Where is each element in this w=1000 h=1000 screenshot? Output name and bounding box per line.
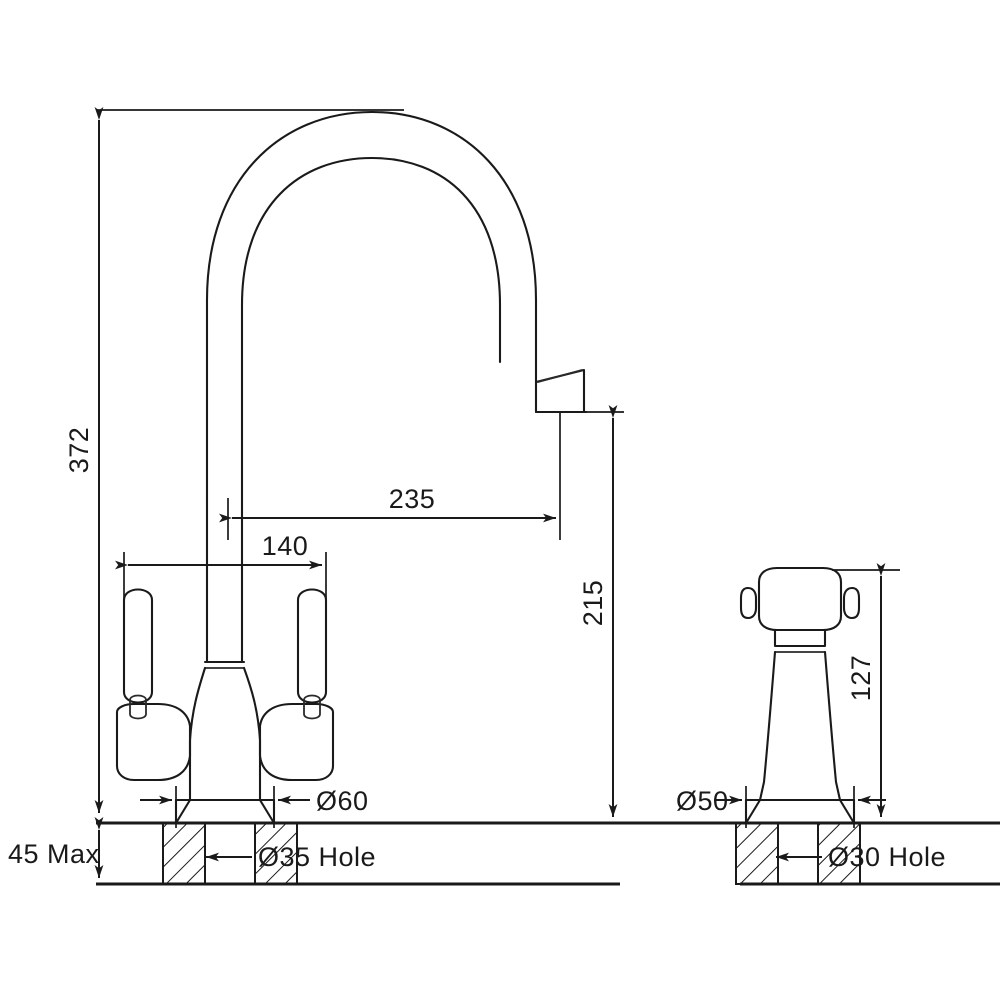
countertop-section bbox=[96, 821, 1000, 886]
dimension-spray-height bbox=[832, 563, 900, 817]
label-handle-spread: 140 bbox=[262, 531, 309, 561]
dimension-base-diameter-spray bbox=[714, 786, 886, 828]
right-handle-lever bbox=[296, 588, 328, 704]
side-spray-unit bbox=[739, 566, 861, 825]
label-base-diameter-main: Ø60 bbox=[316, 786, 369, 816]
label-overall-height: 372 bbox=[64, 427, 94, 474]
left-handle-joint bbox=[129, 694, 147, 720]
label-hole-spray: Ø30 Hole bbox=[828, 842, 946, 872]
dimension-spout-reach bbox=[219, 412, 561, 540]
dimension-outlet-height bbox=[560, 405, 624, 817]
aerator-seam bbox=[537, 369, 583, 383]
dimension-overall-height bbox=[94, 107, 404, 813]
spray-neck bbox=[773, 628, 827, 648]
counter-hatch-left-main bbox=[162, 822, 206, 885]
label-spray-height: 127 bbox=[846, 655, 876, 702]
right-handle-hub bbox=[258, 702, 335, 782]
counter-hatch-right-spray bbox=[817, 822, 861, 885]
counter-hatch-right-main bbox=[254, 822, 298, 885]
spray-lug-right bbox=[842, 586, 861, 620]
label-spout-reach: 235 bbox=[389, 484, 436, 514]
spray-base-flare bbox=[744, 798, 856, 825]
spray-stem-left bbox=[758, 650, 777, 802]
dimension-base-diameter-main bbox=[140, 786, 310, 828]
label-counter-thickness: 45 Max bbox=[8, 839, 100, 869]
spout-inner-arc bbox=[240, 156, 502, 502]
spray-head bbox=[757, 566, 843, 632]
spout-outer-arc bbox=[205, 110, 538, 502]
label-hole-main: Ø35 Hole bbox=[258, 842, 376, 872]
label-outlet-height: 215 bbox=[578, 580, 608, 627]
spray-lug-left bbox=[739, 586, 758, 620]
body-bell-left bbox=[188, 666, 207, 802]
base-escutcheon bbox=[174, 798, 276, 825]
left-handle-lever bbox=[122, 588, 154, 704]
spray-stem-right bbox=[823, 650, 842, 802]
left-handle-hub bbox=[115, 702, 192, 782]
counter-hatch-left-spray bbox=[735, 822, 779, 885]
body-bell-right bbox=[242, 666, 262, 802]
dimension-handle-spread bbox=[115, 552, 327, 600]
label-base-diameter-spray: Ø50 bbox=[676, 786, 729, 816]
right-handle-joint bbox=[303, 694, 321, 720]
main-tap-body bbox=[115, 110, 588, 825]
